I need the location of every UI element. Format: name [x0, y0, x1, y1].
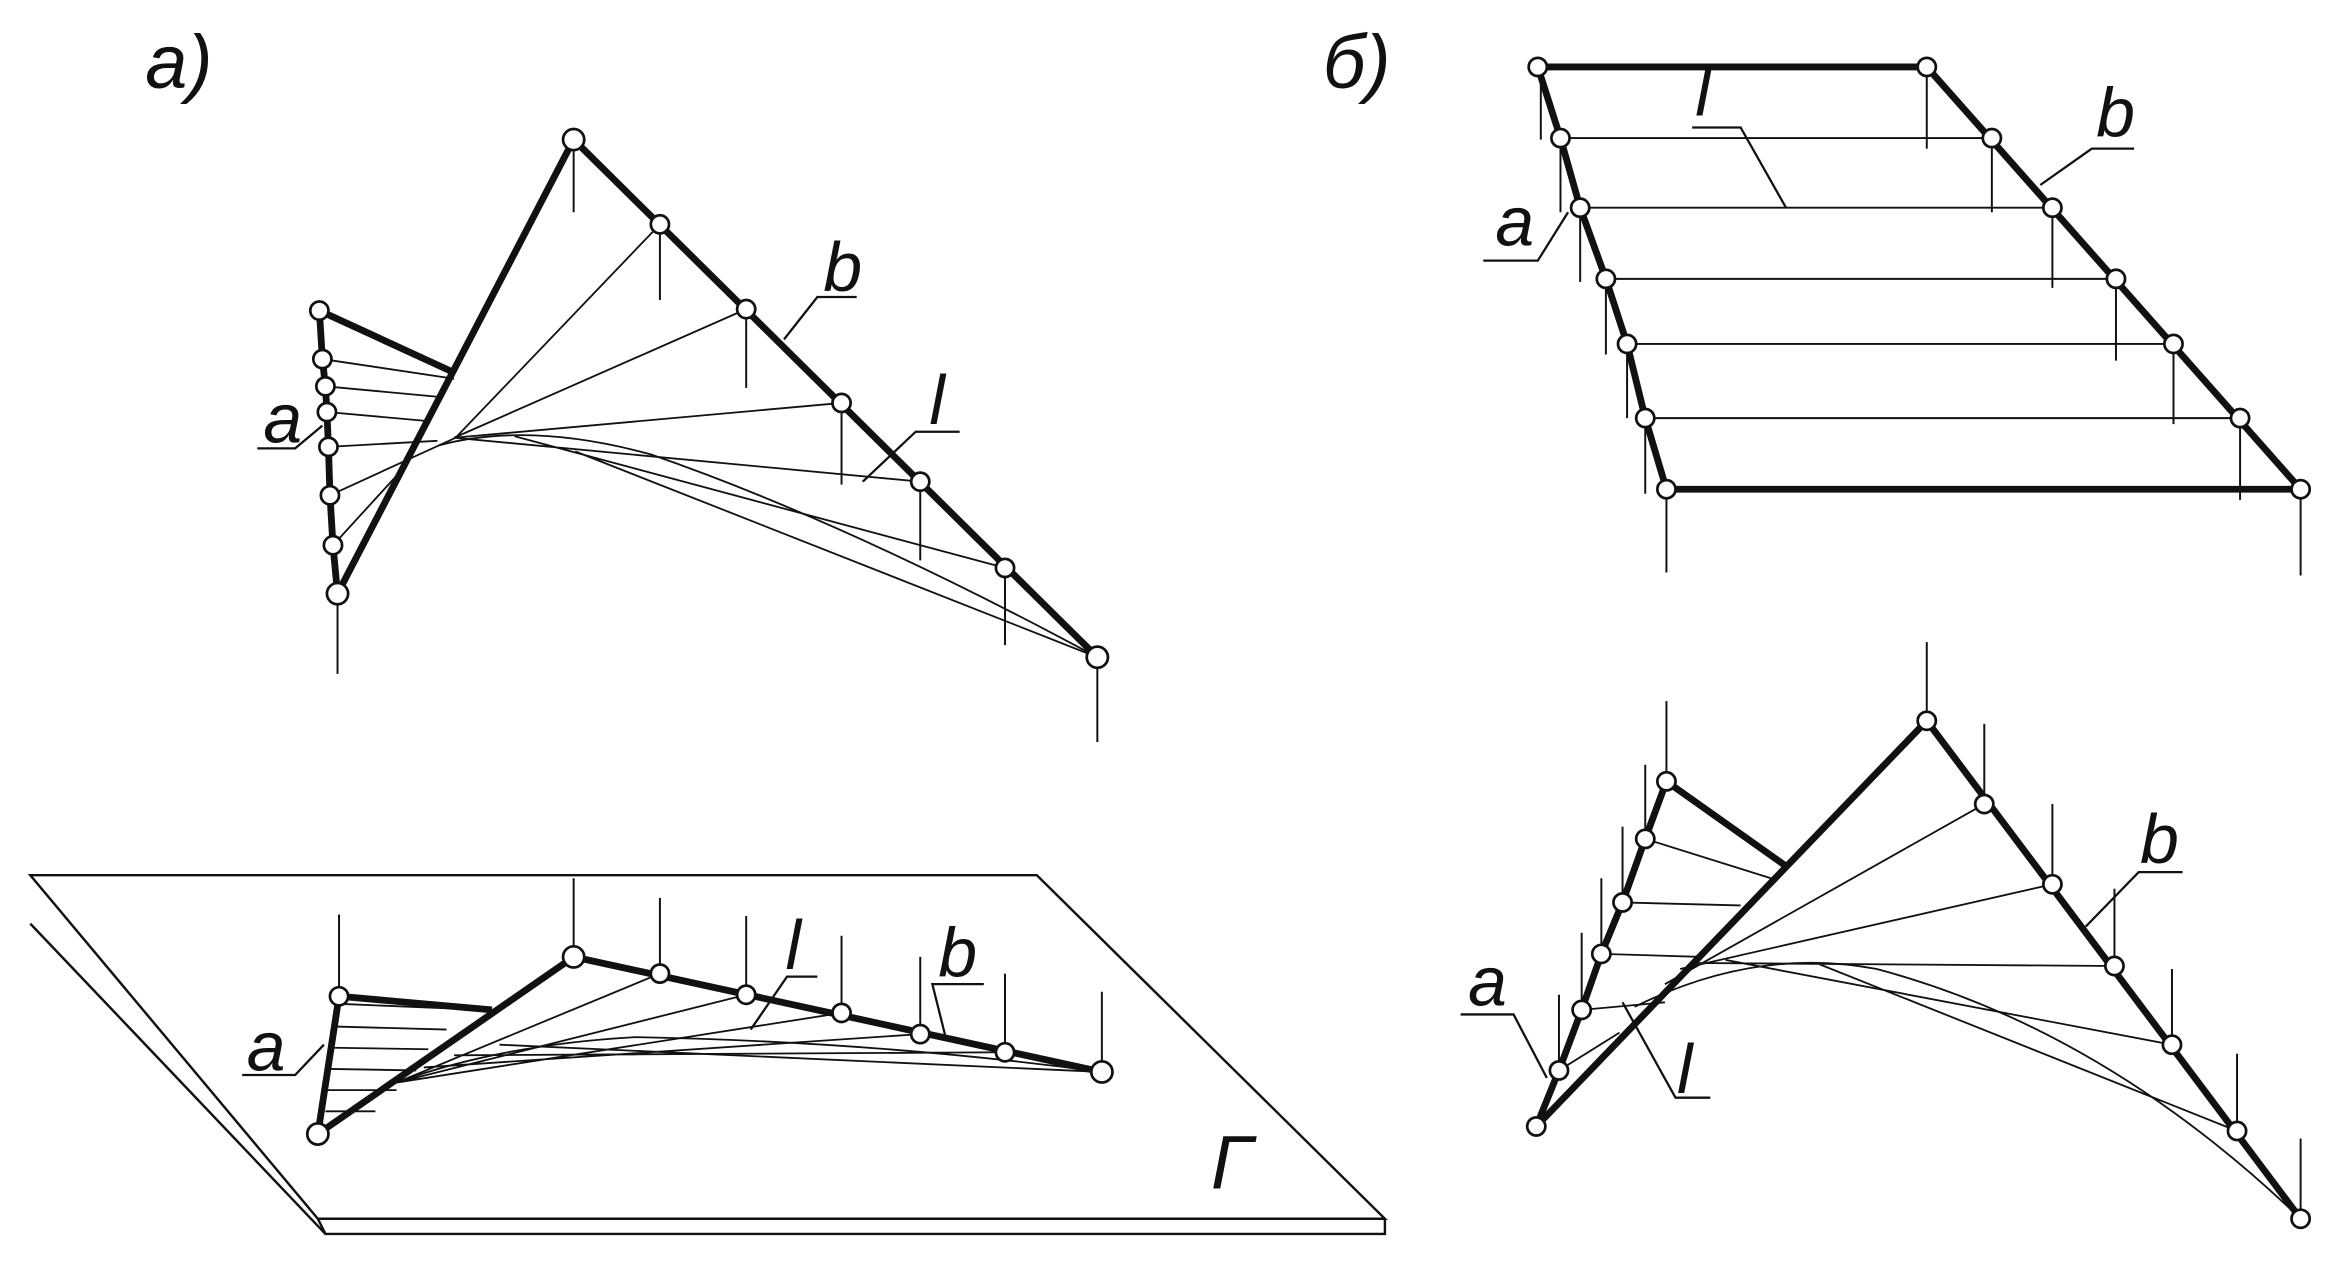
node [1612, 891, 1633, 913]
node [735, 298, 757, 320]
node [311, 348, 333, 370]
node [1655, 770, 1677, 792]
node [1571, 999, 1593, 1021]
node [305, 1122, 330, 1146]
bottom-label-a: a [1468, 942, 1507, 1020]
node [1634, 828, 1656, 850]
proj-label-b: b [938, 914, 977, 992]
node [831, 392, 852, 414]
panel-b-bottom [1460, 642, 2312, 1230]
node [2163, 333, 2184, 355]
node [561, 127, 586, 152]
bottom-label-b: b [2140, 800, 2179, 878]
node [649, 213, 671, 235]
node [328, 985, 350, 1007]
node [649, 963, 671, 985]
node [994, 1041, 1016, 1063]
proj-label-a: a [247, 1007, 286, 1085]
rulings-a [322, 223, 1098, 659]
nodes-a [308, 127, 1110, 670]
node [2290, 1208, 2312, 1230]
node [2229, 407, 2251, 429]
proj-label-l: l [786, 906, 804, 984]
node [1916, 56, 1938, 78]
node [831, 1002, 852, 1024]
node [1085, 645, 1110, 670]
node [994, 557, 1016, 579]
panel-b-top [1483, 56, 2312, 576]
node [325, 581, 350, 606]
panel-a-title: а) [145, 20, 212, 105]
directrix-b-line [334, 133, 1100, 660]
panel-b-title: б) [1323, 20, 1391, 105]
node [2041, 197, 2063, 219]
node [1655, 478, 1677, 500]
node [1548, 1059, 1570, 1081]
node [1550, 127, 1571, 149]
node [319, 484, 341, 506]
node [322, 534, 344, 556]
projection-view [242, 878, 1114, 1146]
node [318, 436, 339, 458]
label-b: b [823, 228, 862, 306]
top-label-a: a [1495, 183, 1534, 261]
node [2226, 1120, 2248, 1142]
leaders-a [257, 295, 960, 483]
node [1916, 710, 1938, 732]
node [2161, 1034, 2183, 1056]
node [1634, 407, 1656, 429]
node [1590, 943, 1612, 965]
node [1569, 197, 1591, 219]
projection-plane [27, 873, 1388, 1236]
node [2104, 955, 2125, 977]
node [735, 984, 757, 1006]
node [1973, 793, 1995, 815]
top-label-b: b [2096, 74, 2135, 152]
bottom-label-l: l [1677, 1030, 1695, 1108]
node [909, 471, 931, 493]
node [561, 944, 586, 969]
panel-a-view [257, 127, 1110, 742]
node [2105, 268, 2127, 290]
node [2290, 478, 2312, 500]
node [1981, 127, 2003, 149]
node [2041, 873, 2063, 895]
node [1089, 1059, 1114, 1084]
node [308, 300, 330, 322]
node [1525, 1115, 1547, 1137]
plane-label: Г [1211, 1120, 1257, 1205]
label-l: l [929, 361, 947, 439]
node [1616, 333, 1638, 355]
label-a: a [263, 379, 302, 457]
projection-ticks-a [336, 139, 1099, 742]
node [1595, 268, 1617, 290]
node [314, 375, 336, 397]
node [909, 1023, 931, 1045]
top-label-l: l [1695, 52, 1713, 130]
node [1527, 56, 1549, 78]
node [316, 401, 338, 423]
